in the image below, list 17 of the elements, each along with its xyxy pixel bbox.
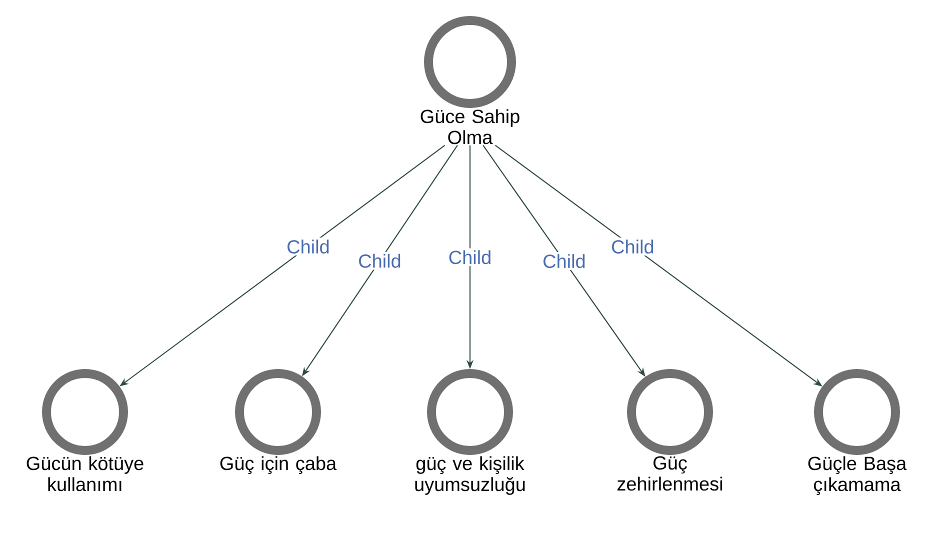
circle-node: Güç zehirlenmesi bbox=[617, 369, 722, 491]
node-label: güç ve kişilik uyumsuzluğu bbox=[415, 456, 525, 495]
node-label: Gücün kötüye kullanımı bbox=[26, 456, 144, 492]
node-label: Güce Sahip Olma bbox=[420, 109, 520, 144]
node-label: Güç zehirlenmesi bbox=[617, 456, 722, 491]
circle-node: Güce Sahip Olma bbox=[420, 16, 520, 144]
node-label: Güç için çaba bbox=[220, 456, 337, 474]
edge-label: Child bbox=[284, 238, 332, 256]
edge-label: Child bbox=[356, 252, 404, 270]
edge-label: Child bbox=[609, 238, 656, 256]
circle-node: Gücün kötüye kullanımı bbox=[26, 369, 144, 492]
edge-label: Child bbox=[540, 252, 588, 270]
circle-node: Güç için çaba bbox=[220, 369, 337, 474]
circle-node: güç ve kişilik uyumsuzluğu bbox=[415, 369, 525, 495]
circle-node: Güçle Başa çıkamama bbox=[808, 369, 907, 495]
node-label: Güçle Başa çıkamama bbox=[808, 456, 907, 495]
edge-label: Child bbox=[446, 248, 494, 266]
